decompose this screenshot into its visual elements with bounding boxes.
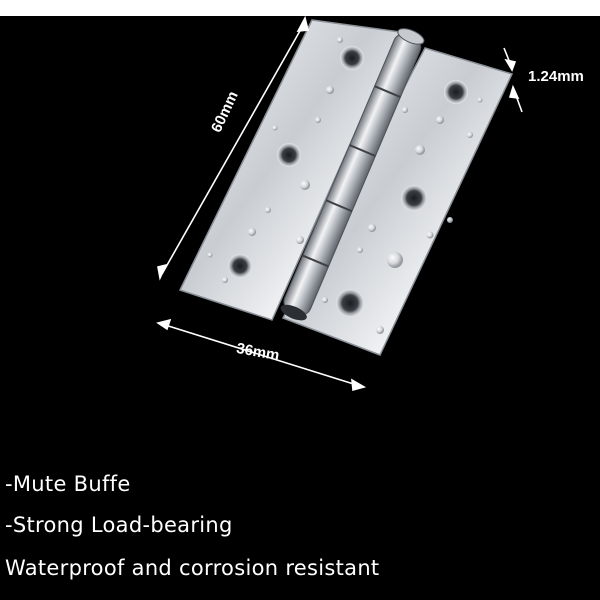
- hinge-product-photo: [156, 15, 523, 392]
- height-arrow: [161, 21, 306, 275]
- hinge-left-leaf: [178, 19, 402, 321]
- top-white-border: [0, 0, 600, 16]
- dimension-thickness-label: 1.24mm: [528, 68, 584, 85]
- dimension-arrows: [156, 15, 523, 392]
- feature-waterproof: Waterproof and corrosion resistant: [5, 556, 380, 580]
- hinge-barrel: [280, 28, 425, 321]
- width-arrow: [161, 323, 361, 387]
- screw-holes: [228, 46, 468, 317]
- feature-mute-buffer: -Mute Buffe: [5, 472, 131, 496]
- water-droplets: [207, 37, 483, 334]
- feature-load-bearing: -Strong Load-bearing: [5, 513, 233, 537]
